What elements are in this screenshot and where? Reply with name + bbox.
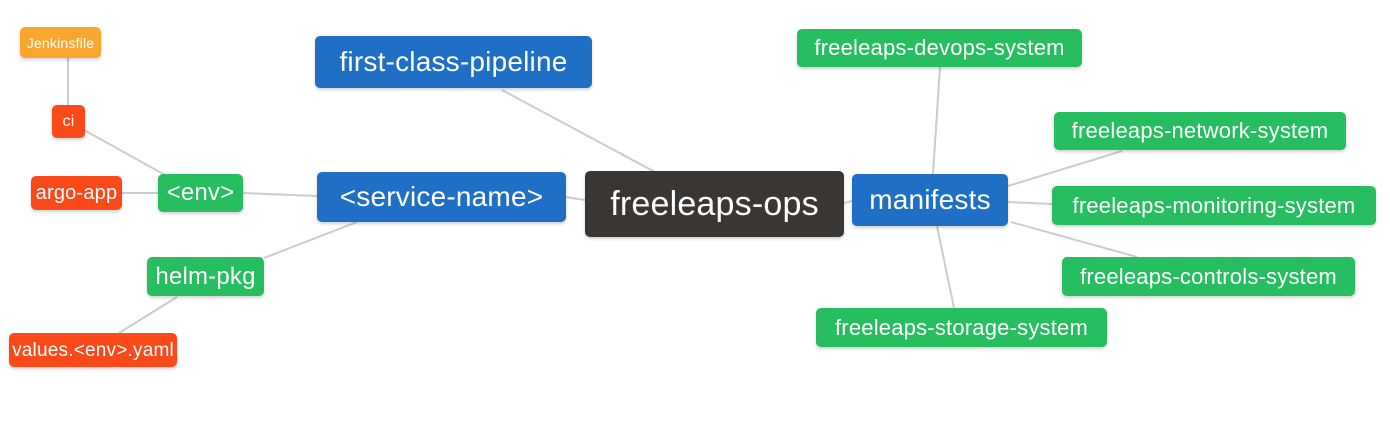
node-values-env-yaml-label: values.<env>.yaml: [12, 339, 174, 361]
node-ci[interactable]: ci: [52, 105, 85, 138]
node-manifests[interactable]: manifests: [852, 174, 1008, 226]
node-jenkinsfile[interactable]: Jenkinsfile: [20, 27, 101, 58]
edge-service-name-to-freeleaps-ops: [565, 196, 586, 201]
edge-service-name-to-helm-pkg: [263, 221, 358, 259]
node-freeleaps-network-system[interactable]: freeleaps-network-system: [1054, 112, 1346, 150]
node-freeleaps-devops-system[interactable]: freeleaps-devops-system: [797, 29, 1082, 67]
node-freeleaps-monitoring-system-label: freeleaps-monitoring-system: [1072, 192, 1356, 218]
edge-manifests-to-freeleaps-network-system: [1007, 150, 1123, 187]
node-freeleaps-controls-system[interactable]: freeleaps-controls-system: [1062, 257, 1355, 296]
node-freeleaps-devops-system-label: freeleaps-devops-system: [814, 35, 1065, 60]
node-jenkinsfile-label: Jenkinsfile: [26, 34, 95, 51]
edge-env-to-service-name: [242, 192, 318, 197]
node-values-env-yaml[interactable]: values.<env>.yaml: [9, 333, 177, 367]
edge-ci-to-env: [83, 129, 166, 176]
edge-helm-pkg-to-values-env-yaml: [118, 296, 178, 334]
edge-freeleaps-ops-to-manifests: [843, 200, 853, 204]
edge-manifests-to-freeleaps-monitoring-system: [1007, 201, 1053, 205]
node-first-class-pipeline[interactable]: first-class-pipeline: [315, 36, 592, 88]
edge-first-class-pipeline-to-freeleaps-ops: [501, 89, 656, 173]
node-manifests-label: manifests: [869, 184, 991, 215]
node-freeleaps-ops-label: freeleaps-ops: [610, 185, 819, 223]
node-first-class-pipeline-label: first-class-pipeline: [339, 46, 568, 77]
node-freeleaps-storage-system[interactable]: freeleaps-storage-system: [816, 308, 1107, 347]
node-argo-app-label: argo-app: [35, 182, 118, 204]
node-service-name[interactable]: <service-name>: [317, 172, 566, 222]
node-env[interactable]: <env>: [158, 174, 243, 212]
node-argo-app[interactable]: argo-app: [31, 176, 122, 210]
edge-manifests-to-freeleaps-devops-system: [932, 66, 941, 175]
node-freeleaps-ops-root[interactable]: freeleaps-ops: [585, 171, 844, 237]
node-env-label: <env>: [166, 179, 235, 206]
node-freeleaps-network-system-label: freeleaps-network-system: [1071, 118, 1329, 143]
node-freeleaps-monitoring-system[interactable]: freeleaps-monitoring-system: [1052, 186, 1376, 225]
edge-manifests-to-freeleaps-controls-system: [1010, 221, 1138, 258]
node-helm-pkg-label: helm-pkg: [155, 262, 256, 290]
node-freeleaps-storage-system-label: freeleaps-storage-system: [834, 314, 1088, 340]
node-ci-label: ci: [62, 112, 75, 130]
edge-manifests-to-freeleaps-storage-system: [936, 225, 955, 309]
node-helm-pkg[interactable]: helm-pkg: [147, 257, 264, 296]
node-service-name-label: <service-name>: [339, 181, 544, 212]
node-freeleaps-controls-system-label: freeleaps-controls-system: [1080, 263, 1337, 289]
